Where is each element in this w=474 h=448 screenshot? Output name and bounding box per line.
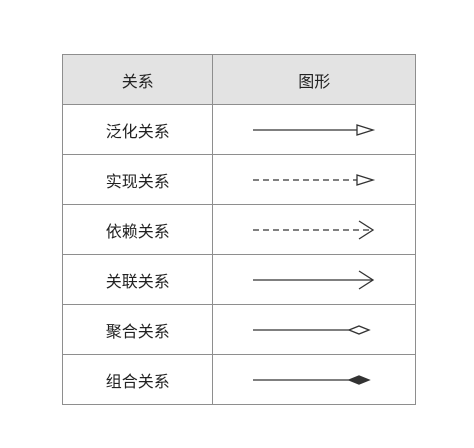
relation-label: 聚合关系 <box>61 304 214 355</box>
realization-arrow-icon <box>253 173 376 186</box>
association-arrow-icon <box>253 269 375 290</box>
relation-label: 关联关系 <box>61 254 214 305</box>
relation-shape-cell <box>212 254 416 305</box>
relation-shape-cell <box>212 104 416 155</box>
relation-shape-cell <box>212 304 416 355</box>
relation-label: 依赖关系 <box>61 204 214 255</box>
composition-diamond-icon <box>253 374 371 385</box>
table-row: 依赖关系 <box>61 204 416 255</box>
header-shape: 图形 <box>212 54 416 105</box>
dependency-arrow-icon <box>253 219 375 240</box>
aggregation-diamond-icon <box>253 324 371 335</box>
header-relation: 关系 <box>61 54 214 105</box>
relation-label: 泛化关系 <box>61 104 214 155</box>
uml-relationship-table: 关系 图形 泛化关系 实现关系 依赖关系 关联关系 <box>61 54 416 405</box>
open-arrow-head <box>358 219 375 240</box>
open-arrow-head <box>358 269 375 290</box>
generalization-arrow-icon <box>253 123 376 136</box>
table-row: 聚合关系 <box>61 304 416 355</box>
table-row: 泛化关系 <box>61 104 416 155</box>
filled-diamond-head <box>347 374 371 385</box>
hollow-triangle-head <box>356 123 376 136</box>
relation-shape-cell <box>212 204 416 255</box>
table-row: 关联关系 <box>61 254 416 305</box>
relation-label: 实现关系 <box>61 154 214 205</box>
hollow-triangle-head <box>356 173 376 186</box>
table-header-row: 关系 图形 <box>61 54 416 105</box>
relation-shape-cell <box>212 354 416 405</box>
table-row: 实现关系 <box>61 154 416 205</box>
relation-shape-cell <box>212 154 416 205</box>
hollow-diamond-head <box>347 324 371 335</box>
relation-label: 组合关系 <box>61 354 214 405</box>
table-row: 组合关系 <box>61 354 416 405</box>
